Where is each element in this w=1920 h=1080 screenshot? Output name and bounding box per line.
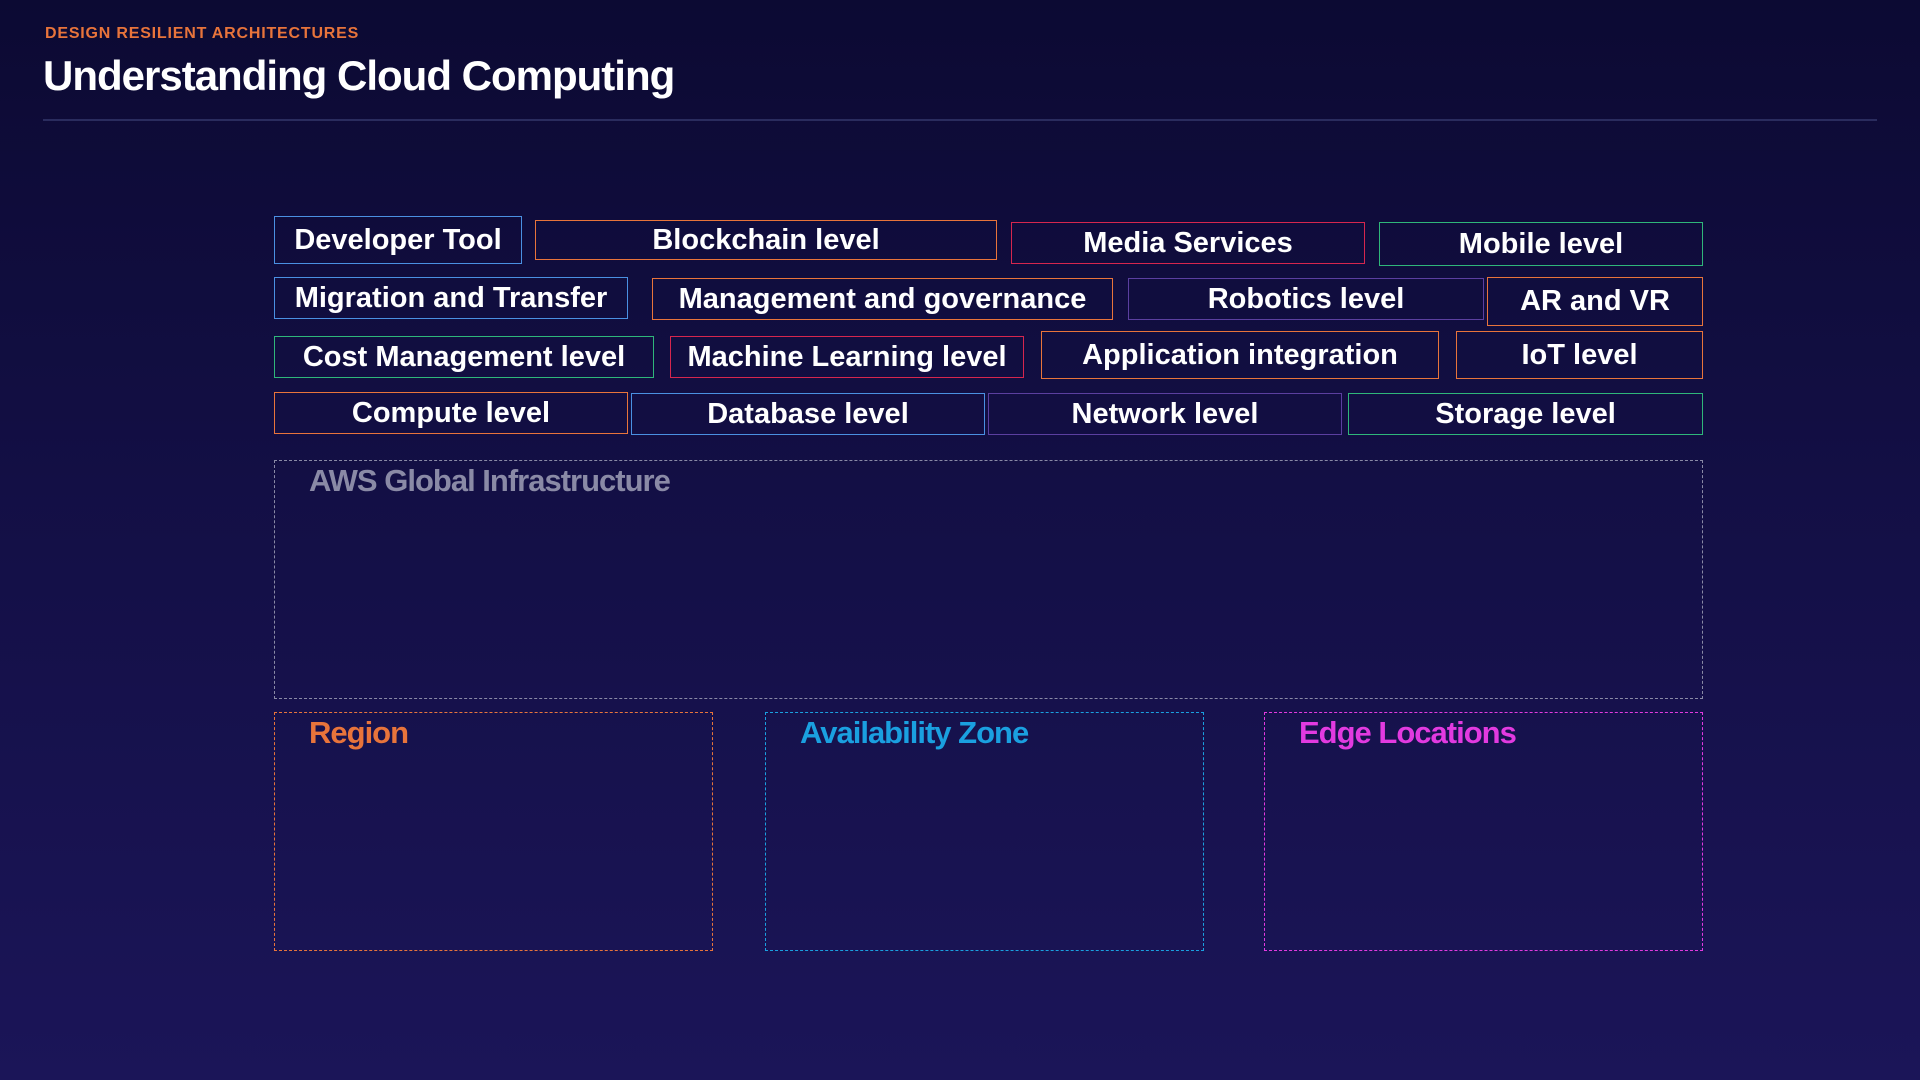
aws-global-infrastructure-label: AWS Global Infrastructure: [309, 463, 671, 498]
availability-zone-label: Availability Zone: [800, 715, 1029, 750]
edge-locations-box: Edge Locations: [1264, 712, 1703, 951]
service-storage[interactable]: Storage level: [1348, 393, 1703, 435]
service-machine-learning[interactable]: Machine Learning level: [670, 336, 1024, 378]
service-media-services[interactable]: Media Services: [1011, 222, 1365, 264]
service-iot[interactable]: IoT level: [1456, 331, 1703, 379]
header-divider: [43, 119, 1877, 121]
service-migration-and-transfer[interactable]: Migration and Transfer: [274, 277, 628, 319]
service-application-integration[interactable]: Application integration: [1041, 331, 1439, 379]
service-developer-tool[interactable]: Developer Tool: [274, 216, 522, 264]
service-management-and-governance[interactable]: Management and governance: [652, 278, 1113, 320]
region-box: Region: [274, 712, 713, 951]
service-mobile[interactable]: Mobile level: [1379, 222, 1703, 266]
service-compute[interactable]: Compute level: [274, 392, 628, 434]
availability-zone-box: Availability Zone: [765, 712, 1204, 951]
service-network[interactable]: Network level: [988, 393, 1342, 435]
service-blockchain[interactable]: Blockchain level: [535, 220, 997, 260]
service-ar-and-vr[interactable]: AR and VR: [1487, 277, 1703, 326]
service-cost-management[interactable]: Cost Management level: [274, 336, 654, 378]
aws-global-infrastructure-box: AWS Global Infrastructure: [274, 460, 1703, 699]
region-label: Region: [309, 715, 409, 750]
edge-locations-label: Edge Locations: [1299, 715, 1517, 750]
service-robotics[interactable]: Robotics level: [1128, 278, 1484, 320]
section-kicker: DESIGN RESILIENT ARCHITECTURES: [45, 25, 360, 42]
page-title: Understanding Cloud Computing: [43, 52, 675, 99]
service-database[interactable]: Database level: [631, 393, 985, 435]
